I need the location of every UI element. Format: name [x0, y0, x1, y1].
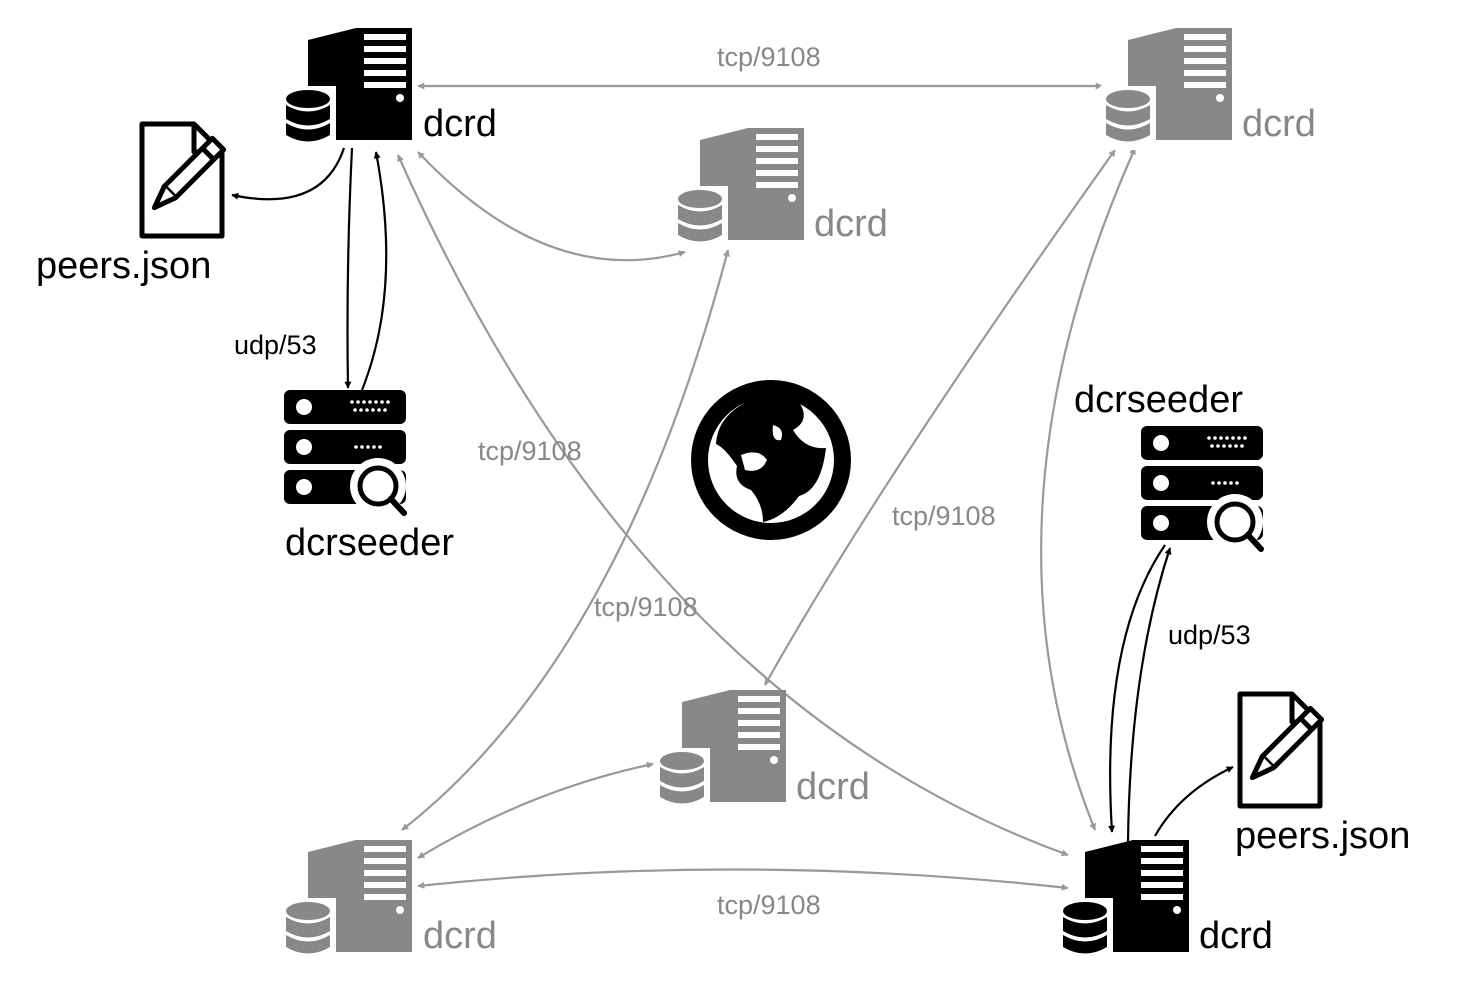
server-bottom-center	[654, 690, 786, 812]
file-edit-icon	[142, 124, 224, 236]
connection-label-top: tcp/9108	[717, 42, 821, 72]
globe-icon	[691, 380, 851, 540]
node-label-dcrd-bottom-center: dcrd	[796, 766, 870, 808]
connection-bottom	[417, 868, 1069, 891]
dns-reply-right	[1126, 547, 1172, 843]
server-icon	[672, 128, 804, 250]
server-top-right	[1100, 28, 1232, 150]
file-right	[1240, 694, 1322, 806]
connection-label-bottom: tcp/9108	[717, 890, 821, 920]
connection-label-dns-right: udp/53	[1168, 620, 1251, 650]
connection-label-diag-left: tcp/9108	[478, 436, 582, 466]
server-icon	[1057, 840, 1189, 962]
connection-label-diag-right: tcp/9108	[892, 501, 996, 531]
server-icon	[280, 840, 412, 962]
server-bottom-left	[280, 840, 412, 962]
connection-label-diag-center: tcp/9108	[594, 592, 698, 622]
server-bottom-right	[1057, 840, 1189, 962]
connection-topleft-center	[417, 151, 686, 262]
node-label-seeder-left: dcrseeder	[285, 522, 454, 564]
file-left	[142, 124, 224, 236]
node-label-dcrd-bottom-left: dcrd	[423, 915, 497, 957]
seeder-server-icon	[284, 390, 406, 514]
seeder-left	[284, 390, 406, 514]
node-label-seeder-right: dcrseeder	[1074, 379, 1243, 421]
write-peers-left	[231, 147, 346, 201]
node-label-dcrd-top-right: dcrd	[1242, 103, 1316, 145]
tcp-connections	[396, 82, 1137, 891]
seeder-right	[1141, 426, 1263, 550]
server-top-left	[280, 28, 412, 150]
connection-label-dns-left: udp/53	[234, 330, 317, 360]
node-label-peers-right: peers.json	[1235, 815, 1410, 857]
server-icon	[654, 690, 786, 812]
connection-topright-bottomright	[1040, 147, 1137, 831]
seeder-server-icon	[1141, 426, 1263, 550]
node-label-peers-left: peers.json	[36, 245, 211, 287]
node-label-dcrd-center: dcrd	[814, 203, 888, 245]
node-label-dcrd-top-left: dcrd	[423, 103, 497, 145]
connection-bottomleft-bottomcenter	[417, 761, 654, 859]
write-peers-right	[1154, 766, 1234, 837]
dns-query-right	[1108, 544, 1166, 833]
dns-connections	[231, 147, 1234, 843]
dns-reply-left	[360, 151, 388, 391]
server-center	[672, 128, 804, 250]
connection-topright-bottomcenter	[764, 149, 1116, 686]
file-edit-icon	[1240, 694, 1322, 806]
dns-query-left	[344, 147, 354, 389]
server-icon	[280, 28, 412, 150]
node-label-dcrd-bottom-right: dcrd	[1199, 915, 1273, 957]
server-icon	[1100, 28, 1232, 150]
